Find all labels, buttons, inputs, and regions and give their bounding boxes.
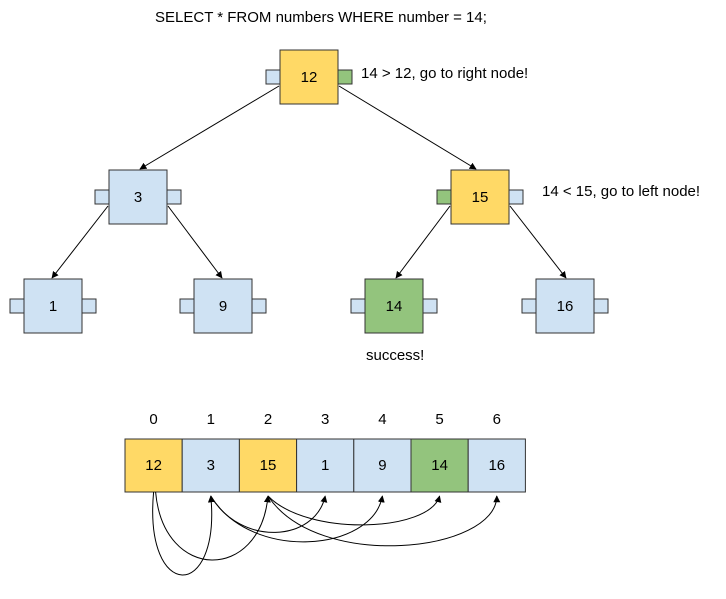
node-right-pointer bbox=[337, 69, 353, 85]
array-cell-value-3: 1 bbox=[321, 456, 330, 474]
node-box bbox=[108, 169, 168, 225]
result-annotation: success! bbox=[366, 347, 425, 364]
node-left-pointer bbox=[265, 69, 281, 85]
tree-node-label-3: 3 bbox=[133, 189, 143, 206]
node-left-pointer bbox=[94, 189, 110, 205]
tree-node-label-16: 16 bbox=[556, 298, 574, 315]
node-box bbox=[23, 278, 83, 334]
tree-node-12 bbox=[265, 49, 353, 105]
array-index-3: 3 bbox=[321, 411, 330, 428]
tree-node-9 bbox=[179, 278, 267, 334]
tree-edge-n12-n3 bbox=[139, 85, 280, 170]
node-box bbox=[450, 169, 510, 225]
second-step-annotation: 14 < 15, go to left node! bbox=[542, 183, 701, 200]
tree-node-16 bbox=[521, 278, 609, 334]
array-cell-0 bbox=[124, 438, 183, 493]
tree-node-label-12: 12 bbox=[300, 69, 318, 86]
node-right-pointer bbox=[593, 298, 609, 314]
array-cell-value-0: 12 bbox=[145, 456, 162, 474]
node-box bbox=[279, 49, 339, 105]
array-index-0: 0 bbox=[149, 411, 158, 428]
root-step-annotation: 14 > 12, go to right node! bbox=[361, 65, 529, 82]
node-right-pointer bbox=[251, 298, 267, 314]
array-cell-5 bbox=[410, 438, 469, 493]
array-index-4: 4 bbox=[378, 411, 387, 428]
node-left-pointer bbox=[436, 189, 452, 205]
node-box bbox=[364, 278, 424, 334]
array-cell-value-5: 14 bbox=[431, 456, 448, 474]
tree-node-label-9: 9 bbox=[218, 298, 228, 315]
tree-node-label-1: 1 bbox=[48, 298, 58, 315]
pointer-curve-1-4 bbox=[210, 495, 385, 543]
tree-node-label-14: 14 bbox=[385, 298, 403, 315]
tree-node-1 bbox=[9, 278, 97, 334]
node-right-pointer bbox=[422, 298, 438, 314]
tree-edge-n3-n9 bbox=[167, 205, 223, 279]
array-index-1: 1 bbox=[206, 411, 215, 428]
array-index-5: 5 bbox=[435, 411, 444, 428]
pointer-curve-2-6 bbox=[267, 495, 501, 547]
tree-edge-n3-n1 bbox=[51, 205, 109, 279]
array-cell-2 bbox=[238, 438, 298, 493]
pointer-curve-0-1 bbox=[152, 491, 215, 576]
array-cell-1 bbox=[181, 438, 240, 493]
tree-node-3 bbox=[94, 169, 182, 225]
array-cell-value-1: 3 bbox=[206, 456, 215, 474]
tree-node-label-15: 15 bbox=[471, 189, 489, 206]
tree-node-14 bbox=[350, 278, 438, 334]
array-cell-4 bbox=[353, 438, 412, 493]
tree-edge-n12-n15 bbox=[338, 85, 477, 170]
pointer-curve-2-5 bbox=[267, 495, 442, 526]
pointer-curve-1-3 bbox=[210, 495, 328, 533]
query-text: SELECT * FROM numbers WHERE number = 14; bbox=[155, 9, 487, 26]
array-cell-value-6: 16 bbox=[488, 456, 506, 474]
node-box bbox=[193, 278, 253, 334]
pointer-curve-0-2 bbox=[155, 491, 271, 561]
node-right-pointer bbox=[508, 189, 524, 205]
array-cell-6 bbox=[467, 438, 526, 493]
tree-edge-n15-n16 bbox=[509, 205, 567, 279]
node-left-pointer bbox=[350, 298, 366, 314]
tree-node-15 bbox=[436, 169, 524, 225]
node-left-pointer bbox=[9, 298, 25, 314]
array-cell-value-4: 9 bbox=[378, 456, 387, 474]
node-left-pointer bbox=[179, 298, 195, 314]
node-right-pointer bbox=[81, 298, 97, 314]
node-left-pointer bbox=[521, 298, 537, 314]
tree-edge-n15-n14 bbox=[395, 205, 451, 279]
array-cell-value-2: 15 bbox=[259, 456, 277, 474]
node-box bbox=[535, 278, 595, 334]
array-index-2: 2 bbox=[263, 411, 273, 428]
array-index-6: 6 bbox=[492, 411, 501, 428]
node-right-pointer bbox=[166, 189, 182, 205]
